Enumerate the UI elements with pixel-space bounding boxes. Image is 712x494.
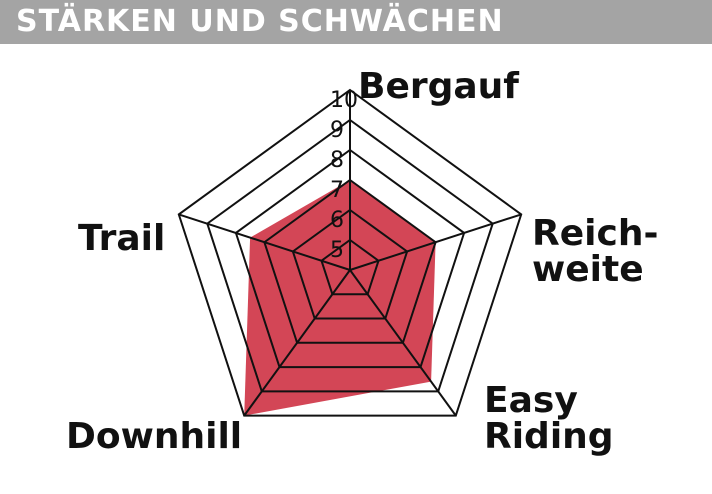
axis-label-downhill: Downhill: [66, 416, 242, 457]
spoke-4: [243, 269, 351, 417]
ring-7: [263, 178, 437, 344]
spoke-5: [178, 213, 351, 271]
spoke-3: [349, 269, 457, 417]
tick-label-5: 5: [330, 238, 344, 263]
header-title: STÄRKEN UND SCHWÄCHEN: [16, 4, 504, 39]
axis-label-bergauf: Bergauf: [358, 66, 519, 107]
tick-label-9: 9: [330, 118, 344, 143]
axis-label-trail: Trail: [78, 218, 165, 259]
spoke-2: [349, 213, 522, 271]
ring-5: [320, 238, 380, 296]
axis-label-reichweite: Reich-weite: [532, 213, 658, 290]
ring-9: [206, 118, 494, 393]
tick-label-7: 7: [330, 178, 344, 203]
tick-label-10: 10: [330, 88, 358, 113]
ring-6: [291, 208, 409, 320]
data-polygon-1: [244, 180, 436, 416]
ring-8: [234, 148, 466, 369]
ring-10: [177, 88, 523, 417]
tick-label-6: 6: [330, 208, 344, 233]
header-bar: STÄRKEN UND SCHWÄCHEN: [0, 0, 712, 44]
tick-label-8: 8: [330, 148, 344, 173]
